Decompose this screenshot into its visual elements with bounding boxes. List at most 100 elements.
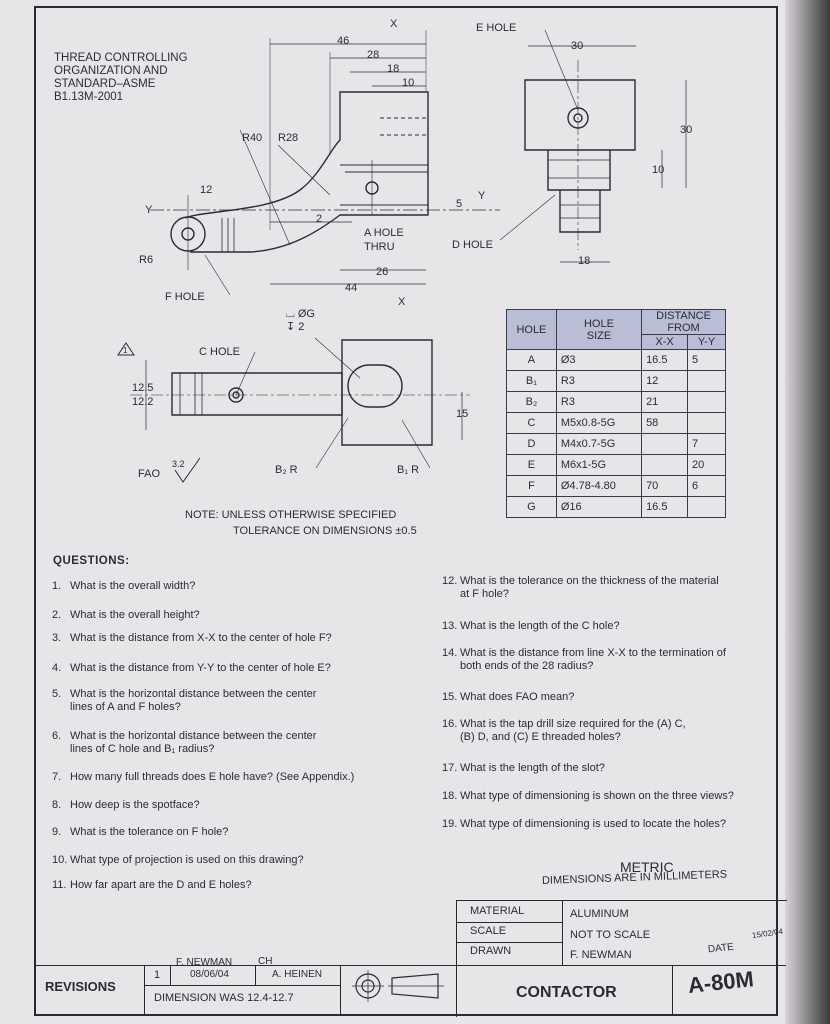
title-divider-2: [456, 942, 562, 943]
question-number: 18.: [442, 790, 458, 802]
table-cell-yy: 5: [687, 349, 726, 371]
title-divider-v1: [562, 900, 563, 965]
question-text: What is the horizontal distance between …: [70, 730, 317, 742]
question-number: 17.: [442, 762, 458, 774]
table-cell-xx: 16.5: [641, 349, 689, 371]
table-cell-hole: F: [506, 475, 557, 497]
question-item: 9.What is the tolerance on F hole?: [52, 826, 422, 839]
note-line-1: NOTE: UNLESS OTHERWISE SPECIFIED: [185, 509, 397, 521]
revised-by: F. NEWMAN: [176, 957, 233, 968]
side-view-outline: [524, 79, 636, 151]
dim-44: 44: [345, 282, 358, 294]
question-number: 15.: [442, 691, 458, 703]
question-text: What is the tolerance on the thickness o…: [460, 575, 719, 587]
thread-standard-line-2: ORGANIZATION AND: [54, 65, 168, 77]
revision-description: DIMENSION WAS 12.4-12.7: [154, 992, 294, 1004]
question-text: How deep is the spotface?: [70, 799, 200, 811]
question-number: 11.: [52, 879, 67, 891]
rev-divider-1: [144, 965, 145, 1016]
table-cell-xx: [641, 454, 689, 476]
table-cell-size: Ø4.78-4.80: [555, 475, 643, 497]
table-cell-yy: [687, 496, 726, 518]
dim-12-2: 12.2: [132, 396, 154, 408]
question-item: 13.What is the length of the C hole?: [442, 620, 812, 633]
dim-30-width: 30: [571, 40, 584, 52]
spotface-depth: ↧ 2: [286, 321, 305, 333]
front-view-outline: [184, 91, 429, 253]
revision-number: 1: [154, 969, 161, 981]
table-cell-yy: 20: [687, 454, 726, 476]
table-cell-size: R3: [555, 370, 643, 392]
question-item: 2.What is the overall height?: [52, 609, 422, 622]
question-number: 2.: [52, 609, 62, 621]
question-number: 14.: [442, 647, 458, 659]
dim-10: 10: [402, 77, 415, 89]
question-text-continued: lines of C hole and B₁ radius?: [70, 743, 215, 755]
header-yy: Y-Y: [687, 334, 726, 350]
thread-standard-line-1: THREAD CONTROLLING: [54, 52, 188, 64]
page-edge-shadow: [785, 0, 830, 1024]
table-cell-yy: [687, 370, 726, 392]
question-text: What is the length of the C hole?: [460, 620, 620, 632]
label-y-left: Y: [145, 204, 153, 216]
fao-value: 3.2: [172, 459, 185, 469]
rev-divider-4: [340, 965, 341, 1016]
third-angle-projection-icon: [352, 970, 444, 1002]
label-fao: FAO: [138, 468, 161, 480]
label-r40: R40: [242, 132, 263, 144]
question-item: 5.What is the horizontal distance betwee…: [52, 688, 422, 714]
question-item: 18.What type of dimensioning is shown on…: [442, 790, 812, 803]
note-line-2: TOLERANCE ON DIMENSIONS ±0.5: [233, 525, 417, 537]
question-text: What type of dimensioning is used to loc…: [460, 818, 726, 830]
question-item: 12.What is the tolerance on the thicknes…: [442, 575, 812, 601]
question-item: 8.How deep is the spotface?: [52, 799, 422, 812]
label-x-top: X: [390, 18, 398, 30]
revisions-label: REVISIONS: [45, 979, 116, 994]
question-number: 16.: [442, 718, 458, 730]
label-e-hole: E HOLE: [476, 22, 517, 34]
material-value: ALUMINUM: [570, 908, 629, 920]
question-number: 12.: [442, 575, 458, 587]
question-number: 3.: [52, 632, 62, 644]
label-a-hole-thru: THRU: [364, 241, 395, 253]
revision-date: 08/06/04: [190, 969, 229, 980]
thread-standard-line-3: STANDARD–ASME: [54, 78, 156, 90]
question-text: What is the overall width?: [70, 580, 196, 592]
question-text: What is the tap drill size required for …: [460, 718, 686, 730]
question-text: What is the tolerance on F hole?: [70, 826, 229, 838]
dim-28: 28: [367, 49, 380, 61]
table-cell-size: R3: [555, 391, 643, 413]
label-y-right: Y: [478, 190, 486, 202]
dim-18: 18: [387, 63, 400, 75]
table-cell-yy: 6: [687, 475, 726, 497]
table-cell-hole: C: [506, 412, 557, 434]
header-xx: X-X: [641, 334, 689, 350]
drawn-value: F. NEWMAN: [570, 949, 632, 961]
label-b2-radius: B₂ R: [275, 464, 298, 476]
title-block: [456, 900, 787, 1017]
question-text: What is the distance from Y-Y to the cen…: [70, 662, 331, 674]
question-text: How far apart are the D and E holes?: [70, 879, 252, 891]
question-text: What is the length of the slot?: [460, 762, 605, 774]
title-divider-v2: [672, 965, 673, 1016]
label-a-hole: A HOLE: [364, 227, 404, 239]
question-number: 4.: [52, 662, 62, 674]
question-item: 7.How many full threads does E hole have…: [52, 771, 422, 784]
question-number: 19.: [442, 818, 458, 830]
label-x-bottom: X: [398, 296, 406, 308]
dim-26: 26: [376, 266, 389, 278]
dim-10-right: 10: [652, 164, 665, 176]
dim-5: 5: [456, 198, 463, 210]
label-b1-radius: B₁ R: [397, 464, 420, 476]
question-item: 15.What does FAO mean?: [442, 691, 812, 704]
revisions-block: [36, 965, 456, 1017]
question-item: 6.What is the horizontal distance betwee…: [52, 730, 422, 756]
question-text: What does FAO mean?: [460, 691, 575, 703]
question-item: 19.What type of dimensioning is used to …: [442, 818, 812, 831]
question-number: 10.: [52, 854, 68, 866]
